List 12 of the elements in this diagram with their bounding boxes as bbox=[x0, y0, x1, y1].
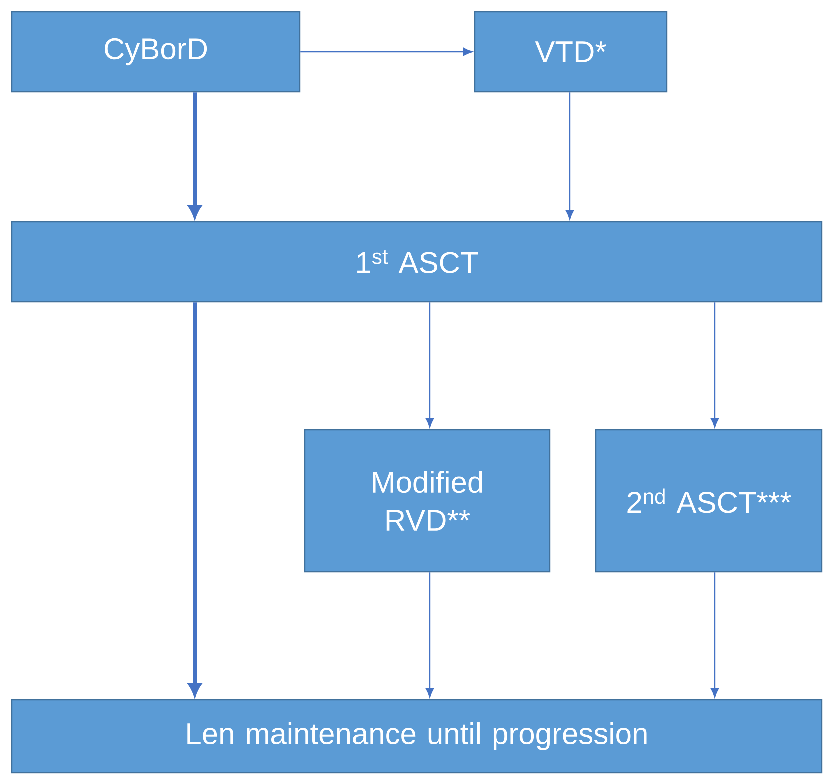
process-box: CyBorD bbox=[11, 11, 301, 93]
arrow bbox=[426, 572, 434, 698]
arrow bbox=[711, 572, 719, 698]
arrow bbox=[711, 302, 719, 428]
arrow bbox=[426, 302, 434, 428]
process-box: Len maintenance until progression bbox=[11, 699, 823, 774]
arrow bbox=[566, 92, 574, 220]
process-box: 1$^{st}$ ASCT bbox=[11, 221, 823, 303]
process-box: Modified RVD** bbox=[304, 429, 551, 573]
process-box: 2$^{nd}$ ASCT*** bbox=[595, 429, 823, 573]
process-box: VTD* bbox=[474, 11, 668, 93]
arrow bbox=[300, 48, 473, 56]
